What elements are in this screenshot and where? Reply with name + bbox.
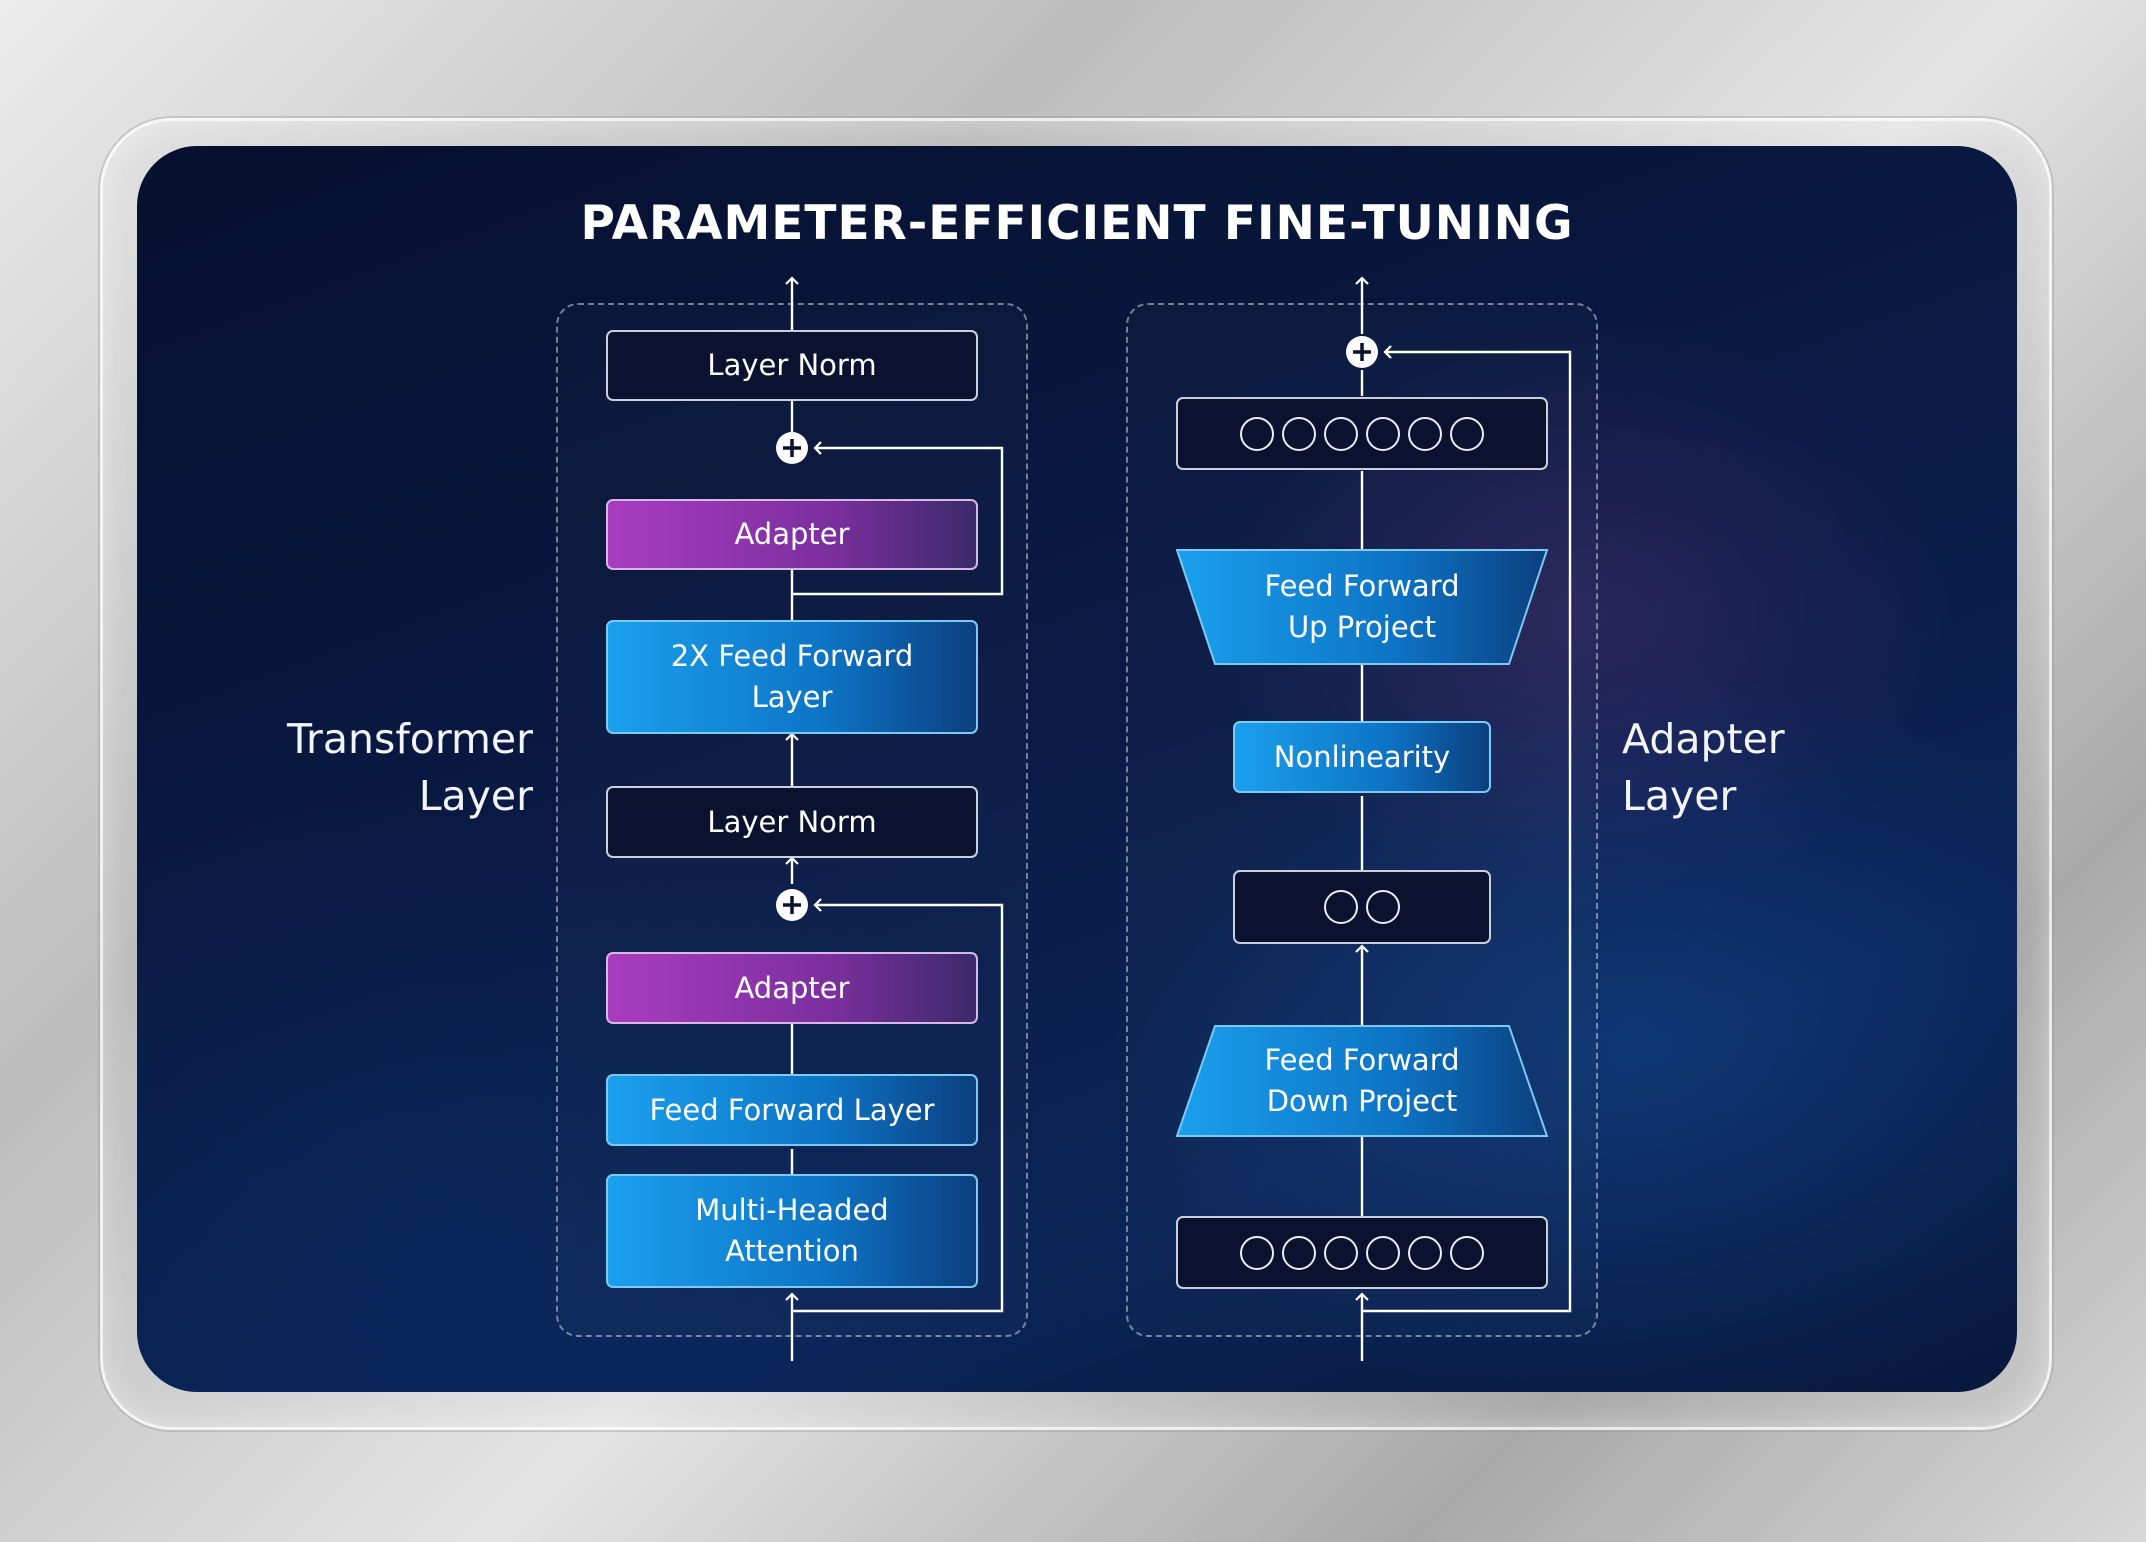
transformer-add-top-icon bbox=[776, 432, 808, 464]
neuron-icon bbox=[1324, 890, 1358, 924]
layer-norm-top-box: Layer Norm bbox=[606, 330, 978, 401]
neuron-icon bbox=[1366, 1235, 1400, 1270]
neuron-icon bbox=[1408, 416, 1442, 451]
adapter-top-box: Adapter bbox=[606, 499, 978, 570]
neurons-bottom-box bbox=[1176, 1216, 1548, 1289]
neuron-icon bbox=[1366, 890, 1400, 924]
up-project-shape bbox=[1175, 549, 1549, 665]
neuron-icon bbox=[1324, 1235, 1358, 1270]
neuron-icon bbox=[1282, 1235, 1316, 1270]
neuron-icon bbox=[1240, 1235, 1274, 1270]
neuron-icon bbox=[1324, 416, 1358, 451]
adapter-layer-label: Adapter Layer bbox=[1622, 715, 1785, 821]
transformer-layer-label: Transformer Layer bbox=[286, 715, 533, 821]
diagram-title: PARAMETER-EFFICIENT FINE-TUNING bbox=[580, 196, 1574, 251]
attention-box: Multi-Headed Attention bbox=[606, 1174, 978, 1288]
neuron-icon bbox=[1450, 416, 1484, 451]
neuron-icon bbox=[1408, 1235, 1442, 1270]
neuron-icon bbox=[1282, 416, 1316, 451]
neuron-icon bbox=[1240, 416, 1274, 451]
down-project-shape bbox=[1175, 1025, 1549, 1137]
ff-layer-box: Feed Forward Layer bbox=[606, 1074, 978, 1146]
up-project-label: Feed Forward Up Project bbox=[1264, 569, 1460, 644]
outer-frame bbox=[100, 118, 2052, 1430]
adapter-add-icon bbox=[1346, 336, 1378, 368]
adapter-bottom-box: Adapter bbox=[606, 952, 978, 1024]
transformer-add-bottom-icon bbox=[776, 889, 808, 921]
down-project-label: Feed Forward Down Project bbox=[1264, 1043, 1460, 1118]
nonlinearity-box: Nonlinearity bbox=[1233, 721, 1491, 793]
layer-norm-mid-box: Layer Norm bbox=[606, 786, 978, 858]
neuron-icon bbox=[1366, 416, 1400, 451]
neurons-mid-box bbox=[1233, 870, 1491, 944]
neurons-top-box bbox=[1176, 397, 1548, 470]
connector-lines bbox=[776, 276, 1572, 1361]
diagram-panel: PARAMETER-EFFICIENT FINE-TUNING bbox=[137, 146, 2017, 1392]
neuron-icon bbox=[1450, 1235, 1484, 1270]
ff-2x-box: 2X Feed Forward Layer bbox=[606, 620, 978, 734]
